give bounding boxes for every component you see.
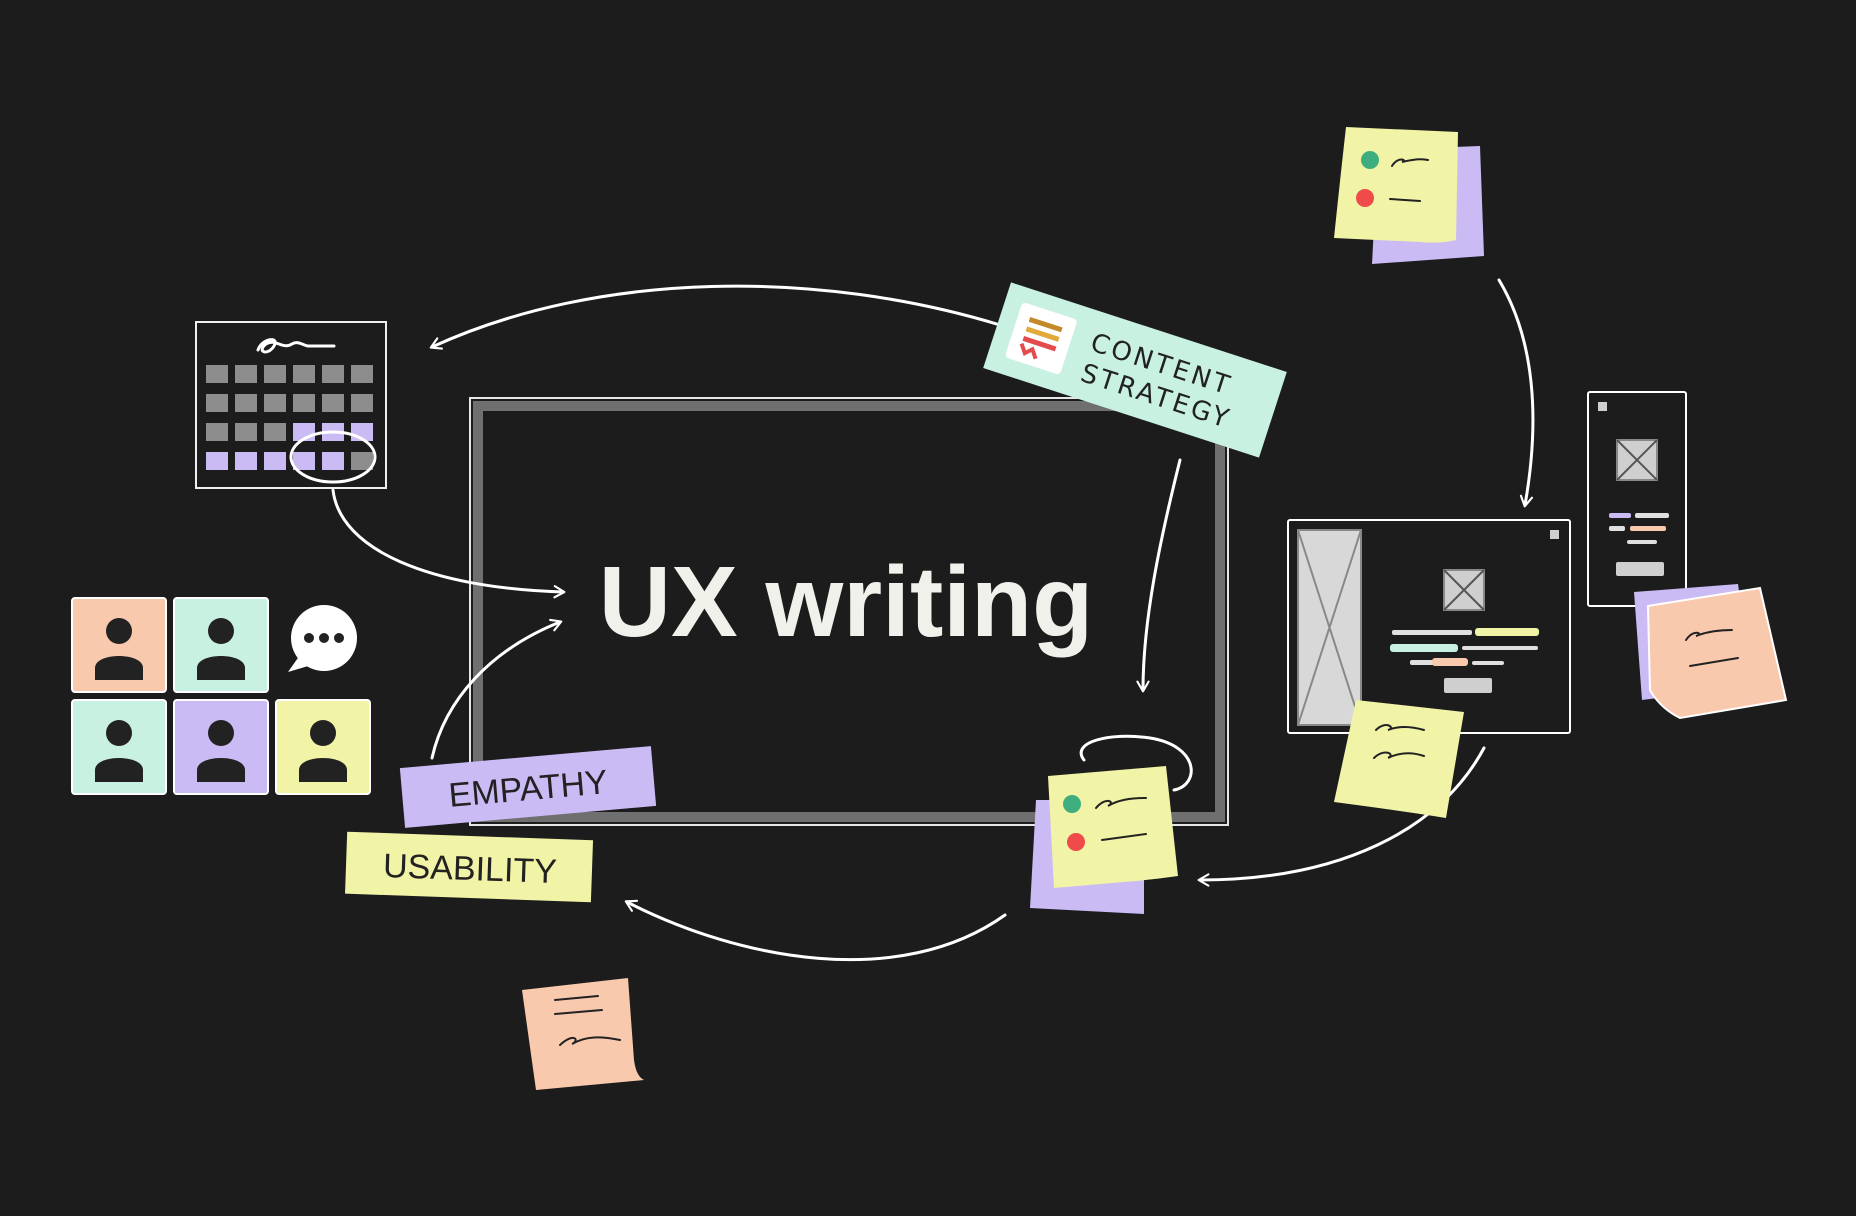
svg-text:USABILITY: USABILITY	[382, 847, 557, 891]
arrow-notes-to-wireframe	[1497, 278, 1535, 508]
user-card-yellow	[275, 699, 371, 795]
arrow-strategy-to-calendar	[429, 284, 1002, 350]
calendar-cell	[264, 423, 286, 441]
user-card-peach	[71, 597, 167, 693]
user-card-lavender	[173, 699, 269, 795]
calendar-cell	[206, 423, 228, 441]
calendar-cell	[235, 365, 257, 383]
sticky-note-icon	[1334, 127, 1458, 243]
sticky-note-stack-right	[1634, 584, 1788, 720]
calendar-cell	[206, 394, 228, 412]
user-card-mint	[173, 597, 269, 693]
calendar-cell	[351, 452, 373, 470]
arrow-strategy-down	[1136, 458, 1182, 693]
sticky-note-stack-center	[1030, 734, 1193, 914]
calendar-cell	[351, 365, 373, 383]
sticky-note-icon	[1334, 700, 1464, 818]
user-card-mint-2	[71, 699, 167, 795]
arrow-wireframe-to-note	[1197, 746, 1486, 887]
central-board	[469, 397, 1229, 826]
tag-usability: USABILITY	[345, 831, 594, 903]
user-grid	[71, 597, 371, 795]
calendar-cell	[264, 394, 286, 412]
tag-empathy: EMPATHY	[399, 746, 657, 828]
arrow-users-to-center	[430, 618, 563, 760]
calendar-cell	[235, 394, 257, 412]
image-placeholder-icon	[1616, 439, 1658, 481]
calendar-cell	[235, 423, 257, 441]
calendar-cell	[264, 452, 286, 470]
calendar-cell	[322, 452, 344, 470]
calendar-cell	[322, 365, 344, 383]
calendar-cell	[293, 365, 315, 383]
calendar-cell	[264, 365, 286, 383]
arrow-calendar-to-center	[331, 488, 566, 599]
arrow-note-to-tags	[624, 899, 1007, 962]
calendar-cell	[351, 394, 373, 412]
calendar-cell	[322, 394, 344, 412]
chat-bubble-icon	[288, 605, 357, 672]
mobile-wireframe-icon	[1587, 391, 1687, 607]
sticky-note-icon	[522, 978, 644, 1090]
calendar-icon	[195, 321, 387, 489]
main-title: UX writing	[599, 546, 1093, 658]
calendar-cell	[206, 452, 228, 470]
calendar-cell	[206, 365, 228, 383]
calendar-cell	[293, 394, 315, 412]
image-placeholder-icon	[1443, 569, 1485, 611]
wireframe-icon	[1287, 519, 1571, 734]
calendar-cell	[235, 452, 257, 470]
flow-arrows	[331, 278, 1535, 962]
calendar-cell	[293, 452, 315, 470]
content-strategy-icon	[1005, 302, 1077, 374]
sticky-note-stack-top	[1334, 127, 1484, 264]
